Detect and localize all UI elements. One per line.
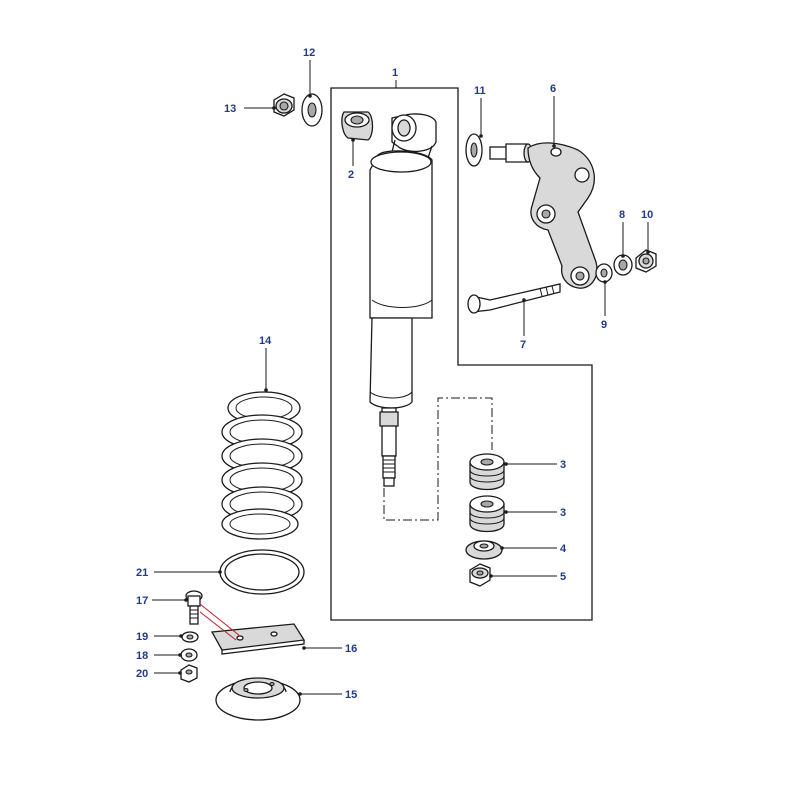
callout-9: 9	[601, 319, 607, 331]
callout-11: 11	[474, 85, 486, 97]
bracket-6	[489, 142, 598, 289]
callout-13: 13	[224, 103, 236, 115]
callout-labels: 1 2 3 3 4 5 6 7 8 9 10 11 12 13 14 15 16…	[136, 47, 653, 701]
callout-8: 8	[619, 209, 625, 221]
callout-5: 5	[560, 571, 566, 583]
coil-spring-14	[221, 391, 303, 540]
washer-9	[595, 263, 613, 283]
callout-3a: 3	[560, 459, 566, 471]
callout-7: 7	[520, 339, 526, 351]
bush-2	[341, 111, 374, 141]
callout-15: 15	[345, 689, 357, 701]
shock-absorber	[369, 113, 437, 487]
callout-2: 2	[348, 169, 354, 181]
seat-ring-21	[219, 549, 305, 595]
bolt-17	[185, 590, 203, 625]
callout-4: 4	[560, 543, 567, 555]
rubber-bush-3a	[469, 453, 505, 491]
washer-8	[613, 254, 633, 276]
plate-16	[210, 623, 306, 655]
callout-10: 10	[641, 209, 653, 221]
washer-12	[301, 93, 323, 127]
callout-16: 16	[345, 643, 357, 655]
washer-11	[465, 133, 483, 167]
callout-21: 21	[136, 567, 148, 579]
nut-10	[635, 249, 657, 273]
callout-6: 6	[550, 83, 556, 95]
washer-19	[181, 631, 199, 643]
nut-5	[469, 563, 491, 587]
cup-washer-4	[465, 540, 503, 560]
callout-14: 14	[259, 335, 272, 347]
bolt-7	[467, 283, 561, 314]
callout-1: 1	[392, 67, 398, 79]
callout-19: 19	[136, 631, 148, 643]
callout-12: 12	[303, 47, 315, 59]
nut-13	[273, 93, 295, 117]
nut-20	[180, 664, 198, 683]
callout-20: 20	[136, 668, 148, 680]
spring-seat-15	[215, 677, 301, 721]
callout-17: 17	[136, 595, 148, 607]
washer-18	[180, 648, 198, 662]
assembly-outline	[330, 87, 593, 621]
callout-3b: 3	[560, 507, 566, 519]
rubber-bush-3b	[469, 495, 505, 533]
callout-18: 18	[136, 650, 148, 662]
leader-lines	[152, 60, 650, 696]
